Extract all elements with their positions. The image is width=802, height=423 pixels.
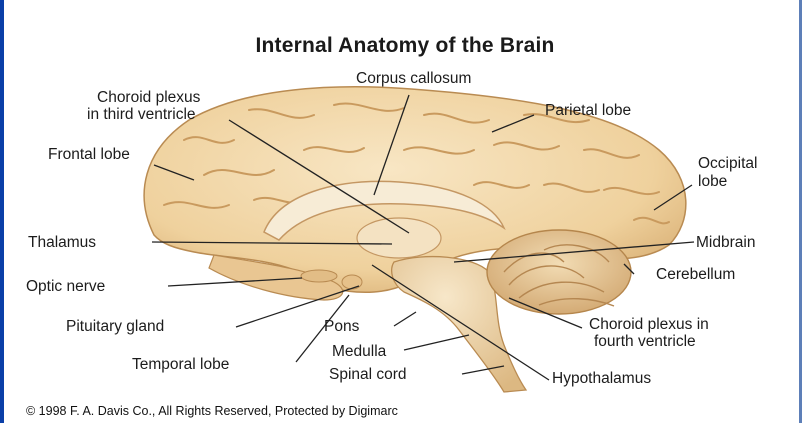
label-occipital-lobe-line1: Occipital [698,155,757,173]
label-choroid-plexus-third-line1: Choroid plexus [97,89,200,107]
label-cerebellum: Cerebellum [656,266,735,284]
label-parietal-lobe: Parietal lobe [545,102,631,120]
label-medulla: Medulla [332,343,386,361]
label-temporal-lobe: Temporal lobe [132,356,229,374]
label-corpus-callosum: Corpus callosum [356,70,471,88]
label-choroid-plexus-fourth-line1: Choroid plexus in [589,316,709,334]
label-occipital-lobe-line2: lobe [698,173,727,191]
label-optic-nerve: Optic nerve [26,278,105,296]
cerebellum-shape [487,230,631,314]
label-pituitary-gland: Pituitary gland [66,318,164,336]
label-midbrain: Midbrain [696,234,755,252]
label-pons: Pons [324,318,359,336]
thalamus-shape [357,218,441,258]
label-hypothalamus: Hypothalamus [552,370,651,388]
label-choroid-plexus-third-line2: in third ventricle [87,106,196,124]
pituitary-shape [342,275,362,289]
label-thalamus: Thalamus [28,234,96,252]
copyright-notice: © 1998 F. A. Davis Co., All Rights Reser… [26,404,398,418]
label-frontal-lobe: Frontal lobe [48,146,130,164]
label-choroid-plexus-fourth-line2: fourth ventricle [594,333,696,351]
optic-chiasm-shape [301,270,337,282]
brain-illustration [4,0,802,423]
label-spinal-cord: Spinal cord [329,366,407,384]
